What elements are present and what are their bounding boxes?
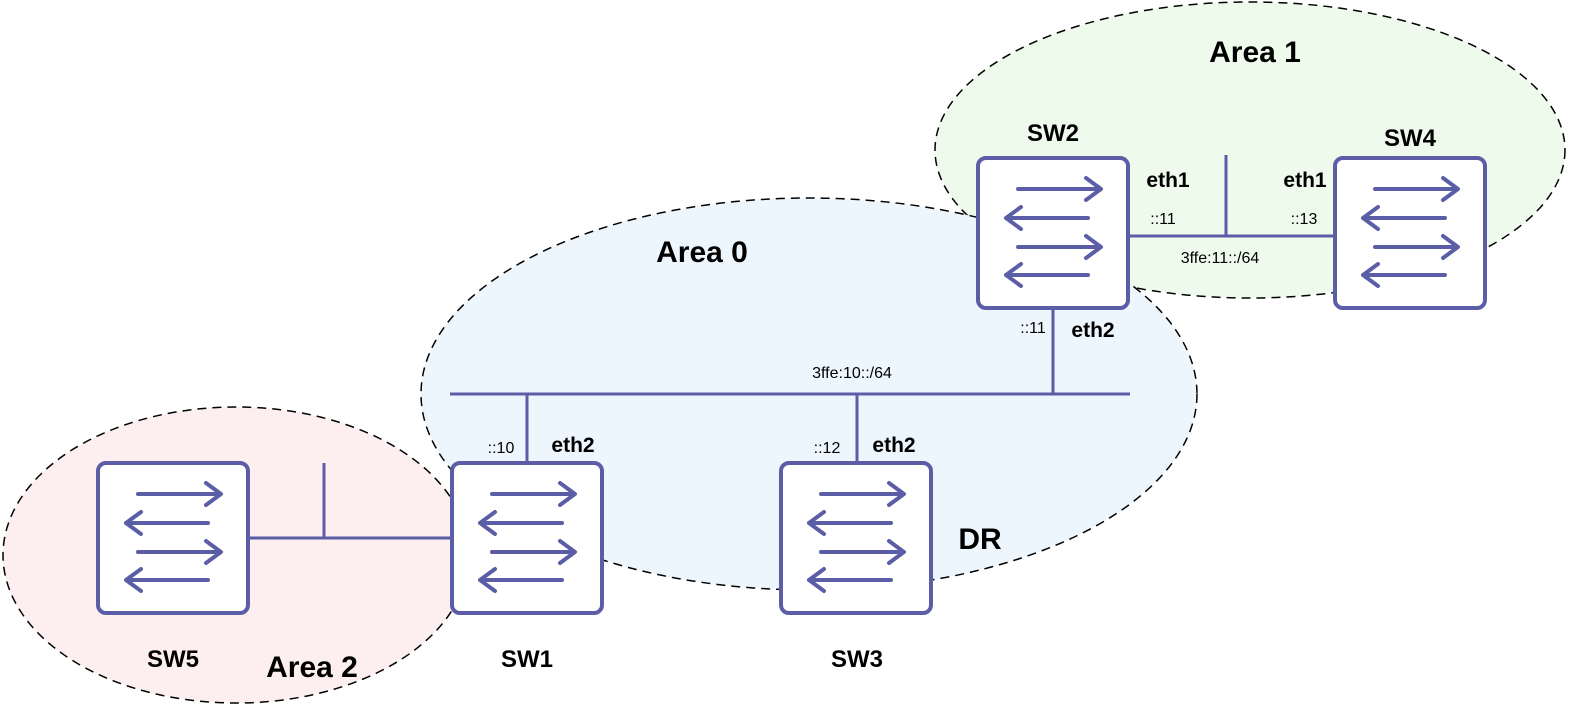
sw2-eth1-label: eth1 <box>1146 169 1190 192</box>
sw1-label: SW1 <box>501 646 553 673</box>
switch-icon <box>1333 156 1487 310</box>
net0-prefix: 3ffe:10::/64 <box>812 365 892 382</box>
sw3-net0-address: ::12 <box>814 440 841 457</box>
area-2-label: Area 2 <box>266 651 358 684</box>
sw5-label: SW5 <box>147 646 199 673</box>
area-0-label: Area 0 <box>656 236 748 269</box>
sw1-net0-address: ::10 <box>488 440 515 457</box>
sw4-net1-address: ::13 <box>1291 211 1318 228</box>
sw2-net0-address: ::11 <box>1020 320 1046 337</box>
sw3-label: SW3 <box>831 646 883 673</box>
switch-icon <box>976 156 1130 310</box>
sw1-eth2-label: eth2 <box>551 434 594 457</box>
switch-sw4[interactable] <box>1333 156 1487 310</box>
switch-sw1[interactable] <box>450 461 604 615</box>
dr-label: DR <box>958 523 1002 556</box>
switch-sw5[interactable] <box>96 461 250 615</box>
sw2-eth2-label: eth2 <box>1071 319 1114 342</box>
sw3-eth2-label: eth2 <box>872 434 915 457</box>
switch-icon <box>96 461 250 615</box>
sw2-net1-address: ::11 <box>1150 211 1176 228</box>
sw4-label: SW4 <box>1384 125 1437 152</box>
sw4-eth1-label: eth1 <box>1283 169 1327 192</box>
sw2-label: SW2 <box>1027 120 1079 147</box>
switch-sw2[interactable] <box>976 156 1130 310</box>
switch-icon <box>779 461 933 615</box>
net1-prefix: 3ffe:11::/64 <box>1181 250 1260 267</box>
switch-icon <box>450 461 604 615</box>
switch-sw3[interactable] <box>779 461 933 615</box>
area-1-label: Area 1 <box>1209 36 1301 69</box>
